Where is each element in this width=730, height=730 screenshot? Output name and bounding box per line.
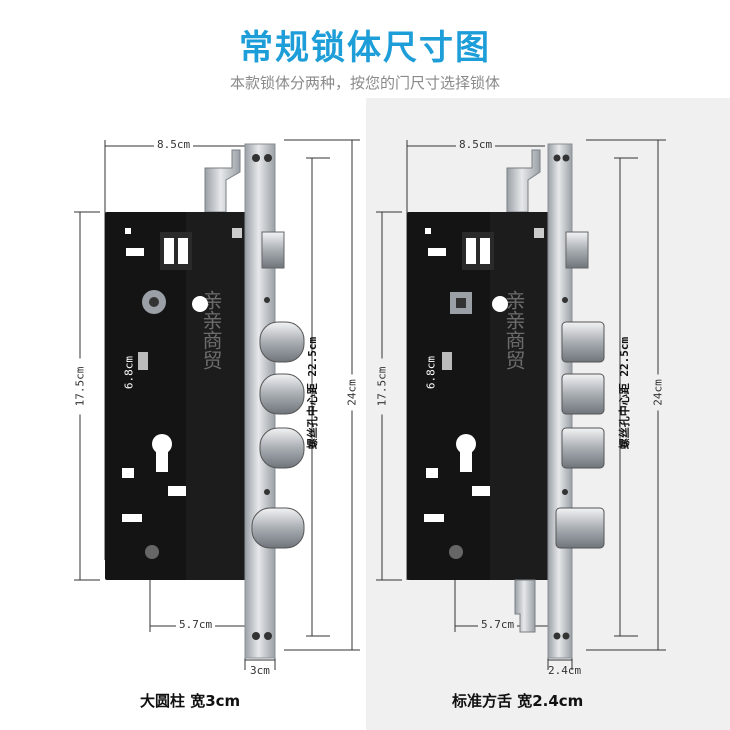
right-body-height-label: 17.5cm bbox=[375, 358, 389, 415]
left-body-height-label: 17.5cm bbox=[73, 358, 87, 415]
left-width-label: 8.5cm bbox=[154, 138, 194, 151]
left-backset-label: 5.7cm bbox=[176, 618, 216, 631]
page-title: 常规锁体尺寸图 bbox=[239, 28, 491, 68]
right-lock-caption: 标准方舌 宽2.4cm bbox=[452, 692, 584, 710]
right-hole-gap-label: 6.8cm bbox=[424, 349, 438, 396]
left-lock bbox=[74, 139, 360, 670]
left-hole-gap-label: 6.8cm bbox=[122, 349, 136, 396]
watermark-left: 亲亲商贸 bbox=[199, 290, 223, 370]
left-lock-caption: 大圆柱 宽3cm bbox=[140, 692, 241, 710]
right-lock bbox=[376, 139, 666, 670]
right-faceplate-label: 2.4cm bbox=[548, 664, 582, 677]
right-backset-label: 5.7cm bbox=[478, 618, 518, 631]
left-total-height-label: 24cm bbox=[345, 374, 359, 411]
left-screw-distance-label: 螺丝孔中心距 22.5cm bbox=[306, 336, 319, 450]
right-width-label: 8.5cm bbox=[456, 138, 496, 151]
left-faceplate-label: 3cm bbox=[250, 664, 270, 677]
watermark-right: 亲亲商贸 bbox=[502, 290, 526, 370]
right-total-height-label: 24cm bbox=[651, 374, 665, 411]
right-screw-distance-label: 螺丝孔中心距 22.5cm bbox=[618, 336, 631, 450]
page-subtitle: 本款锁体分两种，按您的门尺寸选择锁体 bbox=[229, 74, 500, 92]
